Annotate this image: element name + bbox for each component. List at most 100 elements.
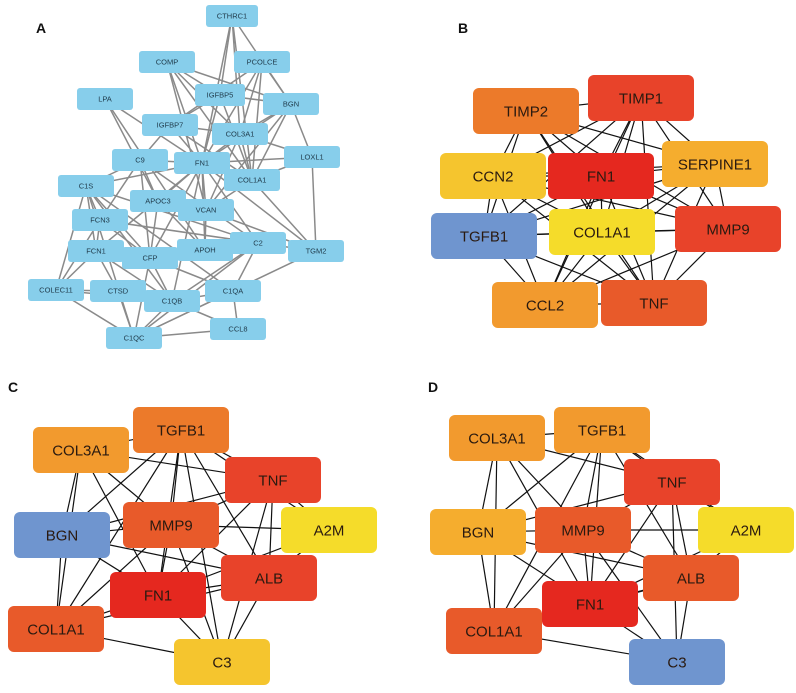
edge-bgn-vcan bbox=[205, 103, 292, 211]
node-label-tgfb1: TGFB1 bbox=[157, 422, 205, 439]
edge-fn1-tgm2 bbox=[201, 162, 317, 252]
node-pcolce: PCOLCE bbox=[234, 51, 290, 73]
panel-b-letter: B bbox=[458, 20, 468, 36]
node-label-col3a1: COL3A1 bbox=[52, 442, 110, 459]
node-a2m: A2M bbox=[698, 507, 794, 553]
node-label-c1qa: C1QA bbox=[223, 287, 243, 296]
node-box-fn1 bbox=[174, 152, 230, 174]
node-box-c1qa bbox=[205, 280, 261, 302]
node-box-cthrc1 bbox=[206, 5, 258, 27]
node-label-ccn2: CCN2 bbox=[473, 168, 514, 185]
node-col1a1: COL1A1 bbox=[8, 606, 104, 652]
node-label-c2: C2 bbox=[253, 239, 263, 248]
node-label-ccl8: CCL8 bbox=[228, 325, 247, 334]
node-box-tgfb1 bbox=[554, 407, 650, 453]
node-box-ccl8 bbox=[210, 318, 266, 340]
node-serpine1: SERPINE1 bbox=[662, 141, 768, 187]
node-label-c1s: C1S bbox=[79, 182, 94, 191]
node-label-tnf: TNF bbox=[639, 295, 668, 312]
node-label-igfbp5: IGFBP5 bbox=[207, 91, 234, 100]
node-box-tgfb1 bbox=[133, 407, 229, 453]
node-box-igfbp5 bbox=[195, 84, 245, 106]
node-cfp: CFP bbox=[122, 247, 178, 269]
node-mmp9: MMP9 bbox=[535, 507, 631, 553]
node-box-fcn3 bbox=[72, 209, 128, 231]
node-label-timp1: TIMP1 bbox=[619, 90, 663, 107]
node-col1a1: COL1A1 bbox=[549, 209, 655, 255]
node-label-col1a1: COL1A1 bbox=[27, 621, 85, 638]
node-igfbp5: IGFBP5 bbox=[195, 84, 245, 106]
node-box-timp1 bbox=[588, 75, 694, 121]
node-label-c1qb: C1QB bbox=[162, 297, 182, 306]
node-c2: C2 bbox=[230, 232, 286, 254]
node-c1s: C1S bbox=[58, 175, 114, 197]
node-box-alb bbox=[643, 555, 739, 601]
node-label-alb: ALB bbox=[677, 570, 705, 587]
edge-c1s-colec11 bbox=[55, 185, 87, 291]
node-label-igfbp7: IGFBP7 bbox=[157, 121, 184, 130]
node-box-serpine1 bbox=[662, 141, 768, 187]
node-label-lpa: LPA bbox=[98, 95, 112, 104]
node-fn1: FN1 bbox=[110, 572, 206, 618]
node-c3: C3 bbox=[174, 639, 270, 685]
node-box-bgn bbox=[14, 512, 110, 558]
node-label-bgn: BGN bbox=[462, 524, 495, 541]
node-label-loxl1: LOXL1 bbox=[300, 153, 323, 162]
node-bgn: BGN bbox=[430, 509, 526, 555]
node-box-colec11 bbox=[28, 279, 84, 301]
node-a2m: A2M bbox=[281, 507, 377, 553]
node-box-bgn bbox=[430, 509, 526, 555]
node-label-tgm2: TGM2 bbox=[306, 247, 327, 256]
node-box-pcolce bbox=[234, 51, 290, 73]
node-col1a1: COL1A1 bbox=[224, 169, 280, 191]
node-comp: COMP bbox=[139, 51, 195, 73]
edge-comp-fn1 bbox=[166, 61, 203, 164]
node-col3a1: COL3A1 bbox=[449, 415, 545, 461]
node-bgn: BGN bbox=[263, 93, 319, 115]
node-label-tgfb1: TGFB1 bbox=[578, 422, 626, 439]
node-box-c9 bbox=[112, 149, 168, 171]
edge-c1s-c2 bbox=[85, 185, 259, 244]
node-vcan: VCAN bbox=[178, 199, 234, 221]
node-label-fn1: FN1 bbox=[195, 159, 209, 168]
node-tgm2: TGM2 bbox=[288, 240, 344, 262]
node-c9: C9 bbox=[112, 149, 168, 171]
node-fcn3: FCN3 bbox=[72, 209, 128, 231]
node-label-comp: COMP bbox=[156, 58, 179, 67]
node-label-cfp: CFP bbox=[143, 254, 158, 263]
node-tgfb1: TGFB1 bbox=[133, 407, 229, 453]
node-ccl8: CCL8 bbox=[210, 318, 266, 340]
node-box-tnf bbox=[225, 457, 321, 503]
panel-d-letter: D bbox=[428, 379, 438, 395]
panel-a-letter: A bbox=[36, 20, 46, 36]
node-label-apoh: APOH bbox=[194, 246, 215, 255]
edge-c1s-c1qa bbox=[85, 185, 234, 292]
node-fn1: FN1 bbox=[174, 152, 230, 174]
node-label-mmp9: MMP9 bbox=[706, 221, 749, 238]
edge-bgn-col1a1 bbox=[251, 103, 292, 181]
node-col1a1: COL1A1 bbox=[446, 608, 542, 654]
node-loxl1: LOXL1 bbox=[284, 146, 340, 168]
node-label-ctsd: CTSD bbox=[108, 287, 129, 296]
node-label-timp2: TIMP2 bbox=[504, 103, 548, 120]
node-box-col1a1 bbox=[549, 209, 655, 255]
node-box-tgm2 bbox=[288, 240, 344, 262]
node-label-fcn3: FCN3 bbox=[90, 216, 110, 225]
node-tgfb1: TGFB1 bbox=[431, 213, 537, 259]
node-mmp9: MMP9 bbox=[675, 206, 781, 252]
node-fcn1: FCN1 bbox=[68, 240, 124, 262]
node-box-col1a1 bbox=[224, 169, 280, 191]
node-box-loxl1 bbox=[284, 146, 340, 168]
node-label-col1a1: COL1A1 bbox=[465, 623, 523, 640]
node-label-cthrc1: CTHRC1 bbox=[217, 12, 247, 21]
node-label-fn1: FN1 bbox=[576, 596, 604, 613]
node-bgn: BGN bbox=[14, 512, 110, 558]
node-fn1: FN1 bbox=[548, 153, 654, 199]
